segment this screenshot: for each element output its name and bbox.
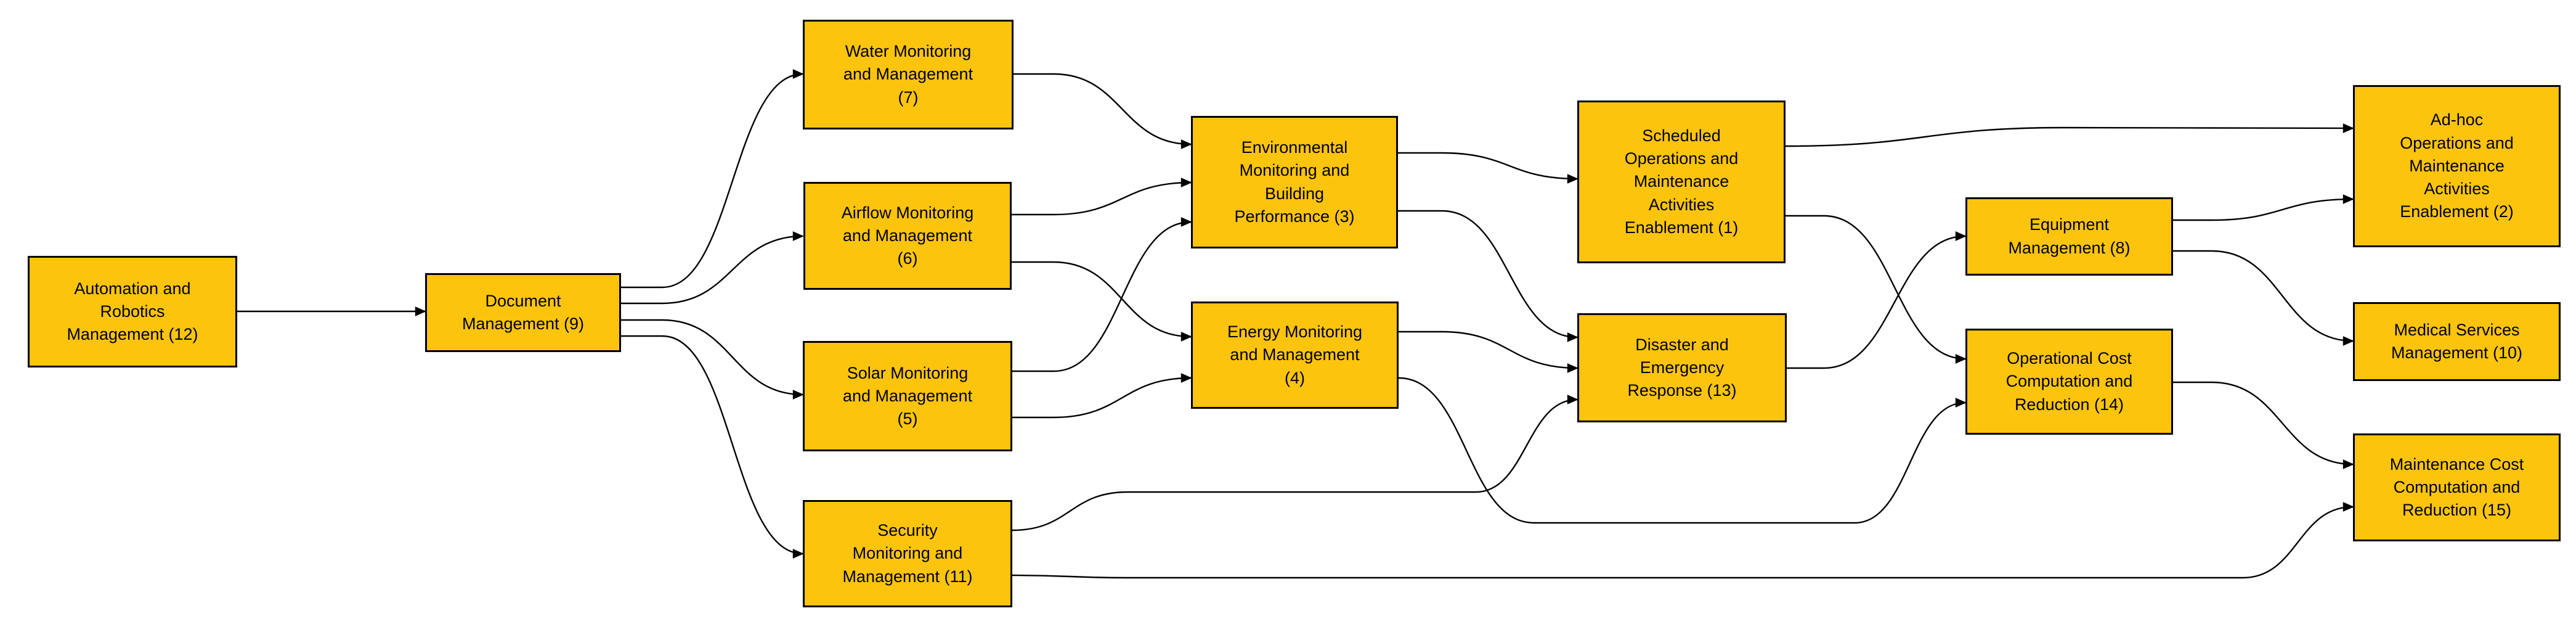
node-label: Medical Services Management (10) — [2391, 320, 2523, 362]
edge-4-13 — [1399, 330, 1579, 373]
node-2: Ad-hoc Operations and Maintenance Activi… — [2353, 85, 2561, 247]
node-8: Equipment Management (8) — [1965, 197, 2173, 276]
node-9: Document Management (9) — [425, 273, 621, 352]
node-15: Maintenance Cost Computation and Reducti… — [2353, 433, 2561, 541]
node-5: Solar Monitoring and Management (5) — [803, 341, 1012, 451]
node-label: Ad-hoc Operations and Maintenance Activi… — [2400, 110, 2514, 221]
edge-11-13 — [1012, 395, 1579, 531]
edge-3-13 — [1397, 210, 1579, 342]
node-label: Water Monitoring and Management (7) — [843, 42, 973, 107]
node-10: Medical Services Management (10) — [2353, 302, 2561, 381]
node-label: Maintenance Cost Computation and Reducti… — [2389, 454, 2524, 520]
edge-9-11 — [620, 335, 804, 559]
edge-11-15 — [1012, 502, 2354, 579]
edge-5-3 — [1012, 217, 1192, 372]
edge-14-15 — [2173, 381, 2354, 469]
node-7: Water Monitoring and Management (7) — [803, 20, 1014, 129]
node-11: Security Monitoring and Management (11) — [803, 500, 1012, 607]
edge-4-14 — [1398, 377, 1967, 524]
node-label: Environmental Monitoring and Building Pe… — [1234, 138, 1355, 226]
edge-5-4 — [1012, 373, 1192, 419]
node-14: Operational Cost Computation and Reducti… — [1965, 329, 2173, 435]
edge-1-14 — [1786, 215, 1967, 364]
node-4: Energy Monitoring and Management (4) — [1191, 302, 1399, 409]
edge-1-2 — [1785, 123, 2354, 147]
node-13: Disaster and Emergency Response (13) — [1577, 313, 1787, 422]
edge-6-3 — [1012, 178, 1192, 216]
node-1: Scheduled Operations and Maintenance Act… — [1577, 101, 1786, 263]
node-label: Airflow Monitoring and Management (6) — [841, 203, 974, 268]
edge-13-8 — [1786, 231, 1967, 369]
node-label: Disaster and Emergency Response (13) — [1627, 335, 1737, 400]
node-label: Security Monitoring and Management (11) — [842, 521, 973, 586]
node-label: Automation and Robotics Management (12) — [67, 279, 198, 344]
node-label: Operational Cost Computation and Reducti… — [2005, 349, 2133, 414]
node-label: Energy Monitoring and Management (4) — [1227, 322, 1363, 387]
node-label: Equipment Management (8) — [2008, 215, 2131, 257]
node-12: Automation and Robotics Management (12) — [28, 256, 237, 367]
edge-9-7 — [621, 69, 804, 289]
node-label: Document Management (9) — [461, 291, 585, 333]
edge-3-1 — [1398, 152, 1579, 184]
node-label: Solar Monitoring and Management (5) — [842, 363, 973, 429]
node-3: Environmental Monitoring and Building Pe… — [1191, 116, 1398, 248]
edge-7-3 — [1014, 73, 1192, 149]
node-6: Airflow Monitoring and Management (6) — [803, 182, 1012, 290]
node-label: Scheduled Operations and Maintenance Act… — [1624, 126, 1739, 237]
edge-8-10 — [2172, 250, 2354, 346]
edge-8-2 — [2173, 194, 2354, 221]
edge-6-4 — [1011, 261, 1192, 342]
edge-9-6 — [620, 231, 804, 305]
edge-9-5 — [621, 319, 804, 400]
